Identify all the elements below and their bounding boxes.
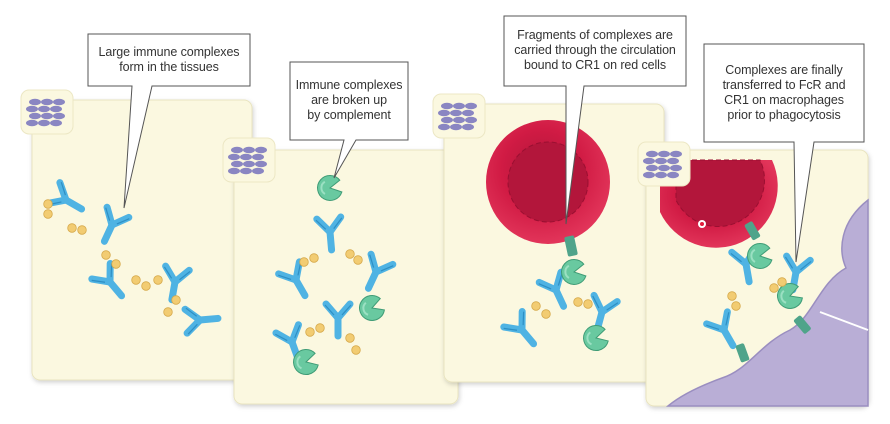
tissue-icon — [222, 137, 276, 183]
antigen-dot — [111, 259, 121, 269]
antigen-dot — [101, 250, 111, 260]
antigen-dot — [131, 275, 141, 285]
red-cell-icon — [486, 120, 610, 244]
panel-3 — [432, 15, 687, 383]
antigen-dot — [731, 301, 741, 311]
antigen-dot — [769, 283, 779, 293]
panel-4-caption: Complexes are finally transferred to FcR… — [722, 63, 846, 122]
panel-2-background — [233, 149, 459, 405]
antigen-dot — [573, 297, 583, 307]
cr1-receptor — [793, 315, 811, 334]
antigen-dot — [351, 345, 361, 355]
antigen-dot — [43, 209, 53, 219]
panel-2-caption: Immune complexes are broken up by comple… — [295, 78, 403, 122]
fc-receptor — [735, 343, 750, 363]
antigen-dot — [345, 249, 355, 259]
antigen-dot — [531, 301, 541, 311]
panel-1-caption: Large immune complexes form in the tissu… — [98, 45, 240, 74]
tissue-icon — [637, 141, 691, 187]
macrophage-membrane-fold — [819, 311, 869, 331]
antigen-dot — [315, 323, 325, 333]
tissue-icon — [20, 89, 74, 135]
antigen-dot — [171, 295, 181, 305]
macrophage-bound-complex — [706, 221, 812, 363]
panel-1-background — [31, 99, 253, 381]
cr1-receptor — [564, 235, 578, 257]
panel-4 — [637, 43, 869, 407]
antigen-dot — [305, 327, 315, 337]
macrophage-icon — [665, 198, 869, 407]
callout-4 — [703, 43, 865, 263]
antigen-dot — [163, 307, 173, 317]
antigen-dot — [345, 333, 355, 343]
antigen-dot — [67, 223, 77, 233]
callout-2 — [289, 61, 409, 179]
antigen-dot — [309, 253, 319, 263]
antigen-dot — [727, 291, 737, 301]
antigen-dot — [77, 225, 87, 235]
cr1-receptor — [744, 221, 761, 241]
callout-3 — [503, 15, 687, 225]
antigen-dot — [299, 257, 309, 267]
panel-1 — [20, 33, 253, 381]
antigen-dot — [541, 309, 551, 319]
antigen-dot — [353, 255, 363, 265]
antigen-dot — [153, 275, 163, 285]
antigen-dot — [43, 199, 53, 209]
antigen-dot — [141, 281, 151, 291]
panel-2 — [222, 61, 459, 405]
callout-1 — [87, 33, 251, 209]
antigen-dot — [583, 299, 593, 309]
panel-3-caption: Fragments of complexes are carried throu… — [514, 28, 676, 72]
antigen-dot — [777, 277, 787, 287]
tissue-icon — [432, 93, 486, 139]
